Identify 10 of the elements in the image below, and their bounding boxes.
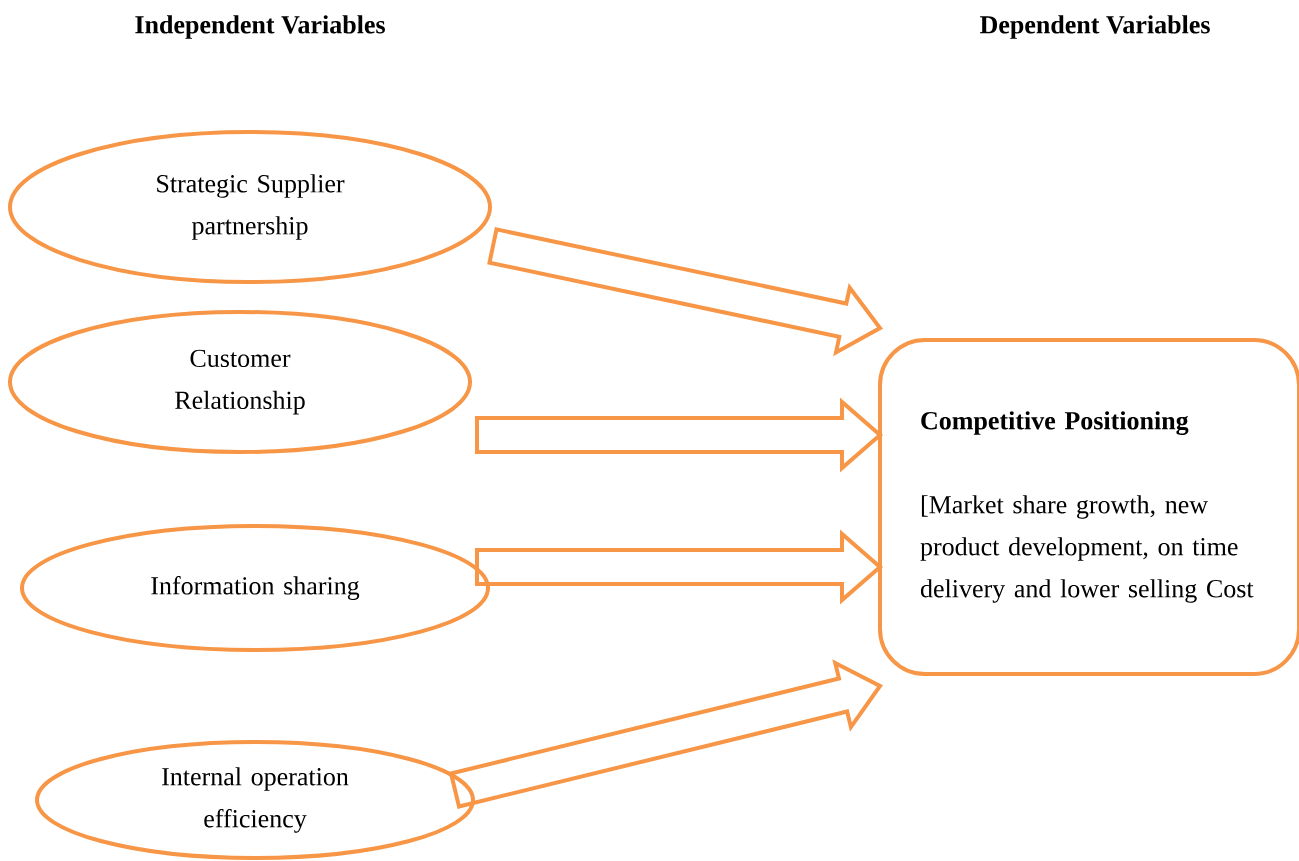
ellipse-node: Internal operation efficiency <box>35 740 475 860</box>
heading: Dependent Variables <box>980 15 1210 39</box>
block-arrow <box>475 397 884 473</box>
ellipse-node: Information sharing <box>20 524 490 652</box>
ellipse-node: Customer Relationship <box>8 310 472 454</box>
ellipse-node: Strategic Supplier partnership <box>8 130 492 284</box>
block-arrow <box>487 227 883 357</box>
rounded-box: Competitive Positioning [Market share growth, new product development, on time delivery and lower selling Cost <box>878 338 1299 676</box>
block-arrow <box>475 529 884 605</box>
heading: Independent Variables <box>135 15 385 39</box>
